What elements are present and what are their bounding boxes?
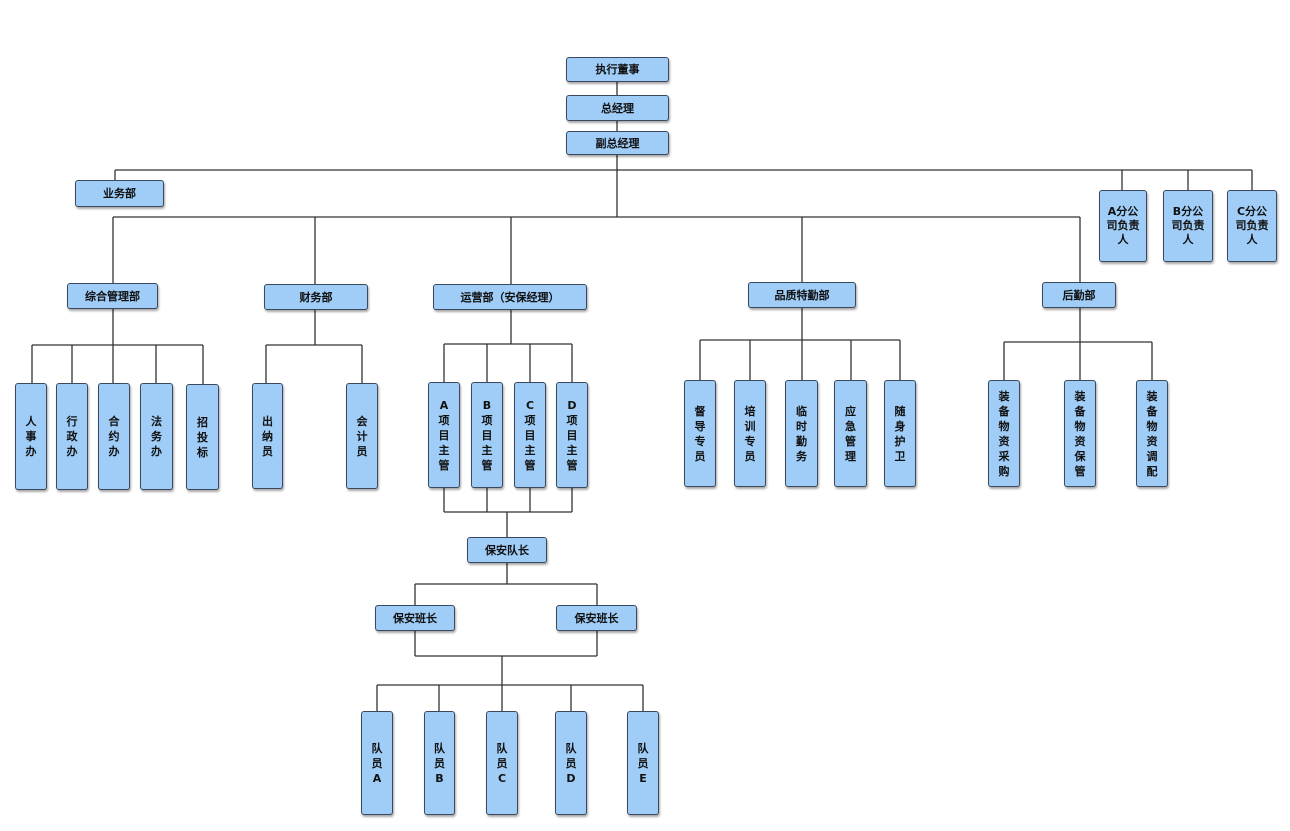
- member-c-label: 队员C: [496, 741, 508, 785]
- temp-duty-box: 临时勤务: [785, 380, 818, 487]
- member-a-label: 队员A: [371, 741, 383, 785]
- general-admin-dept-label: 综合管理部: [85, 289, 140, 303]
- quality-duty-dept-label: 品质特勤部: [774, 288, 830, 302]
- logistics-dept-box: 后勤部: [1042, 282, 1116, 308]
- legal-office-box: 法务办: [140, 383, 173, 490]
- deputy-gm-box: 副总经理: [566, 131, 669, 155]
- squad-leader-1-box: 保安班长: [375, 605, 455, 631]
- general-manager-box: 总经理: [566, 95, 669, 121]
- finance-dept-box: 财务部: [264, 284, 368, 310]
- deputy-gm-label: 副总经理: [595, 136, 640, 150]
- branch-b-label: B分公司负责人: [1171, 205, 1205, 246]
- quality-duty-dept-box: 品质特勤部: [748, 282, 856, 308]
- accountant-label: 会计员: [356, 414, 368, 458]
- equip-storage-label: 装备物资保管: [1074, 389, 1086, 478]
- contract-office-box: 合约办: [98, 383, 130, 490]
- equip-allocation-box: 装备物资调配: [1136, 380, 1168, 487]
- equip-purchase-label: 装备物资采购: [998, 389, 1010, 478]
- cashier-label: 出纳员: [262, 414, 273, 458]
- bidding-office-box: 招投标: [186, 384, 219, 490]
- member-d-label: 队员D: [565, 741, 577, 785]
- emergency-box: 应急管理: [834, 380, 867, 487]
- temp-duty-label: 临时勤务: [796, 404, 807, 463]
- exec-director-label: 执行董事: [595, 63, 640, 76]
- logistics-dept-label: 后勤部: [1062, 288, 1096, 302]
- project-c-label: C项目主管: [524, 398, 536, 472]
- business-dept-box: 业务部: [75, 180, 164, 207]
- project-c-box: C项目主管: [514, 382, 546, 488]
- member-b-box: 队员B: [424, 711, 455, 815]
- escort-label: 随身护卫: [894, 404, 906, 463]
- legal-office-label: 法务办: [151, 415, 162, 458]
- admin-office-box: 行政办: [56, 383, 88, 490]
- member-e-box: 队员E: [627, 711, 659, 815]
- hr-office-box: 人事办: [15, 383, 47, 490]
- branch-a-box: A分公司负责人: [1099, 190, 1147, 262]
- business-dept-label: 业务部: [103, 187, 136, 200]
- equip-allocation-label: 装备物资调配: [1146, 389, 1158, 478]
- finance-dept-label: 财务部: [299, 290, 333, 304]
- contract-office-label: 合约办: [108, 415, 120, 458]
- security-captain-box: 保安队长: [467, 537, 547, 563]
- admin-office-label: 行政办: [66, 415, 78, 458]
- supervisor-label: 督导专员: [694, 404, 706, 463]
- emergency-label: 应急管理: [845, 404, 856, 463]
- equip-storage-box: 装备物资保管: [1064, 380, 1096, 487]
- branch-b-box: B分公司负责人: [1163, 190, 1213, 262]
- project-d-box: D项目主管: [556, 382, 588, 488]
- branch-a-label: A分公司负责人: [1106, 205, 1140, 246]
- accountant-box: 会计员: [346, 383, 378, 489]
- general-admin-dept-box: 综合管理部: [67, 283, 158, 309]
- project-a-box: A项目主管: [428, 382, 460, 488]
- member-c-box: 队员C: [486, 711, 518, 815]
- project-d-label: D项目主管: [566, 398, 578, 472]
- member-a-box: 队员A: [361, 711, 393, 815]
- operations-dept-label: 运营部（安保经理）: [460, 290, 560, 304]
- supervisor-box: 督导专员: [684, 380, 716, 487]
- branch-c-label: C分公司负责人: [1235, 205, 1269, 246]
- project-a-label: A项目主管: [438, 398, 450, 472]
- member-e-label: 队员E: [637, 741, 649, 785]
- project-b-box: B项目主管: [471, 382, 503, 488]
- training-label: 培训专员: [744, 404, 756, 463]
- equip-purchase-box: 装备物资采购: [988, 380, 1020, 487]
- operations-dept-box: 运营部（安保经理）: [433, 284, 587, 310]
- hr-office-label: 人事办: [25, 415, 37, 458]
- general-manager-label: 总经理: [601, 101, 634, 115]
- squad-leader-1-label: 保安班长: [393, 611, 437, 625]
- squad-leader-2-label: 保安班长: [574, 611, 619, 625]
- cashier-box: 出纳员: [252, 383, 283, 489]
- training-box: 培训专员: [734, 380, 766, 487]
- bidding-office-label: 招投标: [197, 415, 208, 459]
- squad-leader-2-box: 保安班长: [556, 605, 637, 631]
- member-b-label: 队员B: [434, 741, 445, 785]
- branch-c-box: C分公司负责人: [1227, 190, 1277, 262]
- escort-box: 随身护卫: [884, 380, 916, 487]
- project-b-label: B项目主管: [481, 398, 493, 472]
- security-captain-label: 保安队长: [485, 543, 529, 557]
- member-d-box: 队员D: [555, 711, 587, 815]
- exec-director-box: 执行董事: [566, 57, 669, 82]
